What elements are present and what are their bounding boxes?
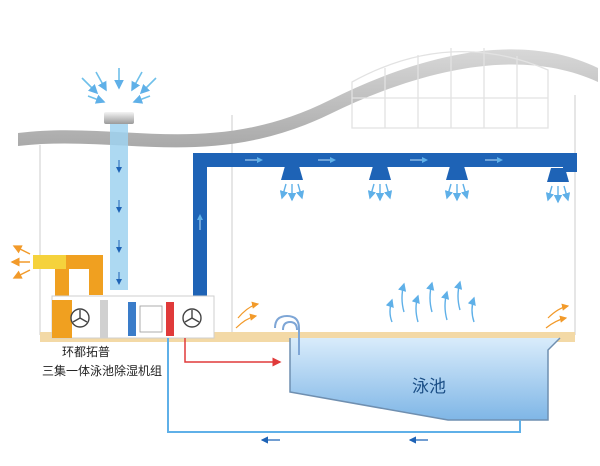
arched-window bbox=[351, 48, 549, 129]
exhaust-duct bbox=[55, 255, 103, 300]
dehumidifier-unit bbox=[51, 295, 215, 339]
fan-icon bbox=[70, 308, 90, 328]
supply-diffusers bbox=[281, 166, 569, 182]
roof-intake-vent bbox=[104, 112, 134, 124]
unit-name-label: 三集一体泳池除湿机组 bbox=[42, 364, 163, 378]
evaporation-arrows bbox=[385, 280, 476, 323]
return-water-line bbox=[167, 338, 521, 433]
fan-icon bbox=[182, 308, 202, 328]
warm-floor-arrows bbox=[235, 301, 570, 329]
supply-diffuser-arrows bbox=[279, 183, 571, 204]
supply-duct-arrows bbox=[197, 157, 503, 230]
pool-deck bbox=[40, 332, 575, 342]
curved-roof bbox=[18, 49, 598, 148]
pool-ladder bbox=[274, 314, 300, 355]
hot-water-line bbox=[184, 338, 282, 367]
air-inlet-arrows bbox=[81, 68, 157, 104]
pool-basin bbox=[289, 337, 561, 421]
exhaust-duct-outlet bbox=[33, 255, 66, 269]
supply-duct bbox=[193, 153, 577, 300]
exhaust-arrows bbox=[10, 245, 31, 279]
pool-label: 泳池 bbox=[412, 377, 446, 397]
brand-label: 环都拓普 bbox=[62, 345, 111, 359]
building-outline bbox=[39, 95, 576, 335]
